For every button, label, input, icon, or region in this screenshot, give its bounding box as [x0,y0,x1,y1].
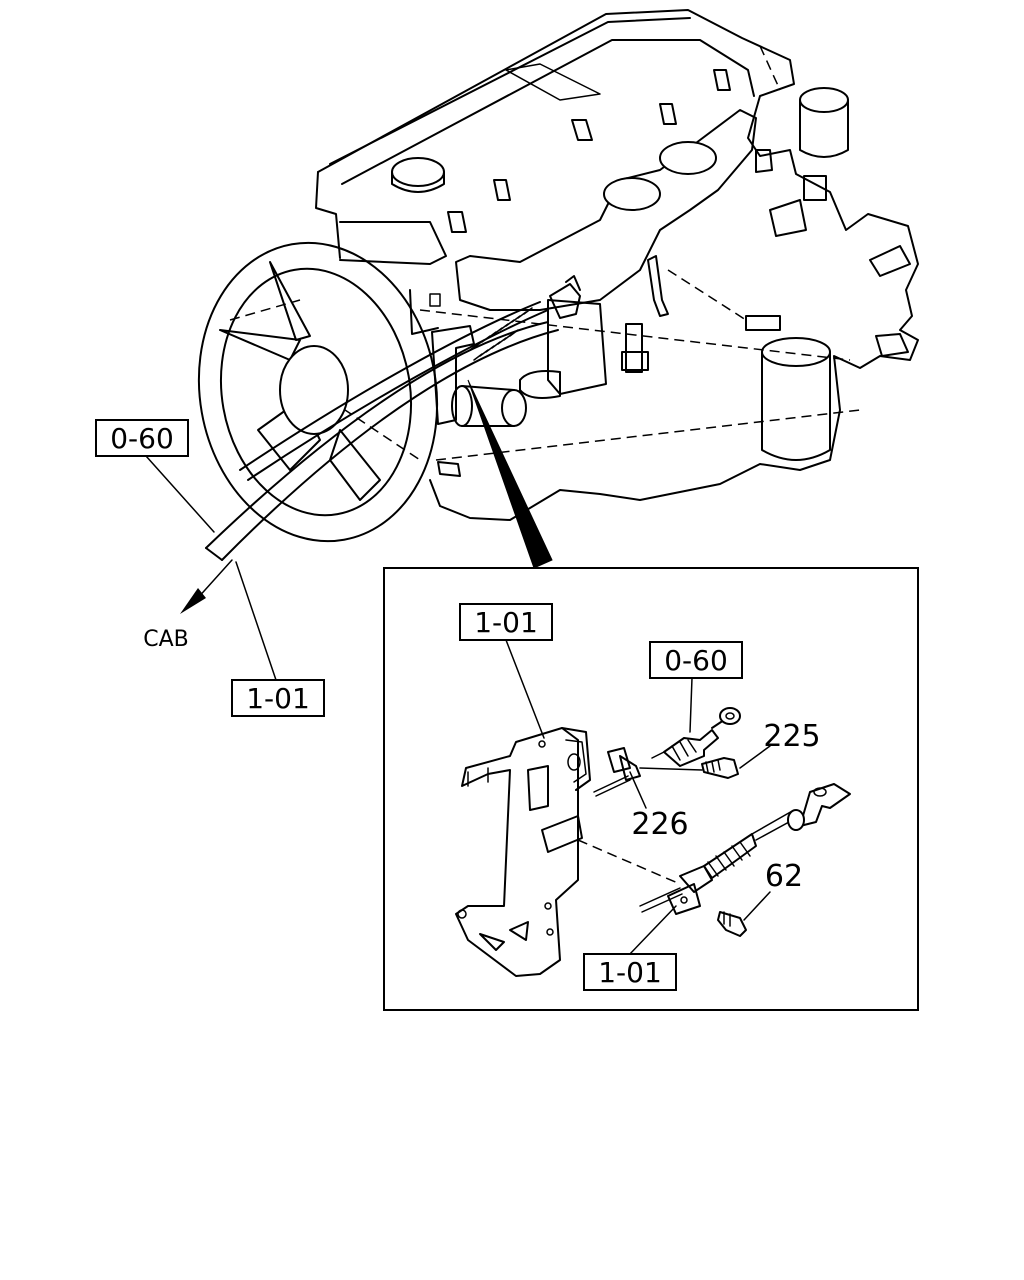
cab-arrow [180,559,233,614]
ref-label-1-01-detail-top: 1-01 [459,603,553,641]
leader-0-60-detail [689,677,693,733]
bolt-62 [717,911,747,937]
bolt-225 [701,757,739,779]
ref-label-1-01-main: 1-01 [231,679,325,717]
ref-label-1-01-detail-top-text: 1-01 [474,606,538,639]
leader-62 [743,891,771,921]
leader-226 [629,771,647,809]
detail-callout-pointer [467,379,553,569]
ref-label-1-01-main-text: 1-01 [246,682,310,715]
alignment-line [577,839,681,885]
leader-0-60-main [145,455,215,533]
leader-1-01-main [235,561,277,681]
ref-label-0-60-detail: 0-60 [649,641,743,679]
leader-225 [739,745,771,769]
ref-label-1-01-detail-bottom-text: 1-01 [598,956,662,989]
cab-label: CAB [143,627,189,652]
engine-illustration [197,9,919,561]
ref-label-0-60-detail-text: 0-60 [664,644,728,677]
ref-label-0-60-main: 0-60 [95,419,189,457]
lower-cable-assembly [639,783,851,915]
mounting-bracket [455,727,591,977]
ref-label-0-60-main-text: 0-60 [110,422,174,455]
leader-1-01-detail-bottom [627,905,677,957]
upper-cable-end [593,707,741,797]
part-number-226: 226 [631,807,688,842]
leader-1-01-detail-top [505,639,545,739]
part-number-225: 225 [763,719,820,754]
ref-label-1-01-detail-bottom: 1-01 [583,953,677,991]
part-number-62: 62 [765,859,803,894]
